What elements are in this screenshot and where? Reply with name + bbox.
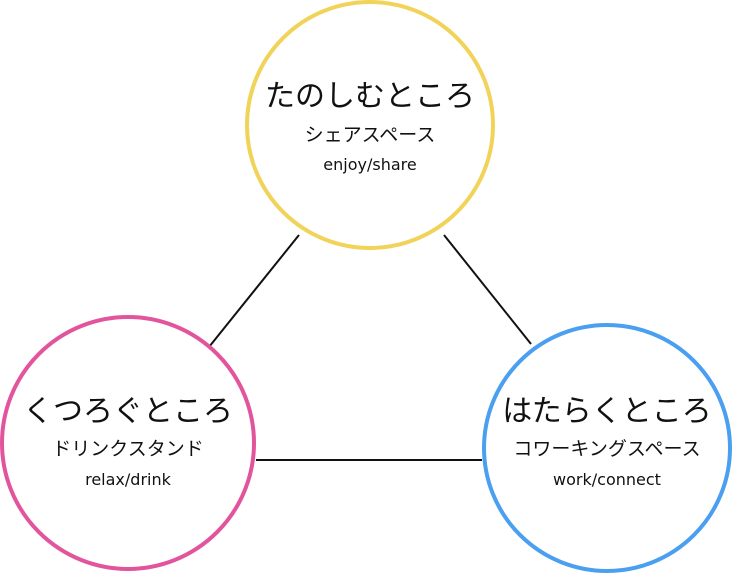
connector-top-left [208,234,300,348]
node-relax-drink: くつろぐところ ドリンクスタンド relax/drink [0,315,256,571]
node-subtitle-left: ドリンクスタンド [52,438,203,460]
node-work-connect: はたらくところ コワーキングスペース work/connect [482,323,732,573]
node-title-right: はたらくところ [502,394,711,429]
node-circle-left [0,315,256,571]
node-subtitle-right: コワーキングスペース [513,438,700,460]
node-circle-right [482,323,732,573]
node-english-left: relax/drink [85,470,172,489]
node-title-left: くつろぐところ [23,394,233,429]
node-english-top: enjoy/share [323,155,416,174]
connector-top-right [443,234,532,345]
node-subtitle-top: シェアスペース [305,124,436,146]
node-circle-top [245,0,495,250]
node-english-right: work/connect [553,470,661,489]
node-enjoy-share: たのしむところ シェアスペース enjoy/share [245,0,495,250]
node-title-top: たのしむところ [265,79,475,114]
